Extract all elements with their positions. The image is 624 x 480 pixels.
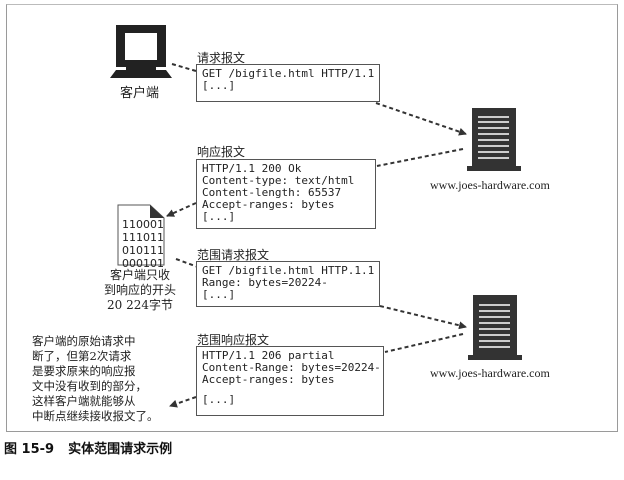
request-line: [...] (202, 79, 236, 92)
range-request-line: GET /bigfile.html HTTP.1.1 (202, 264, 375, 277)
figure-caption: 图 15-9 实体范围请求示例 (4, 438, 186, 457)
range-response-line: HTTP/1.1 206 partial (202, 349, 335, 362)
caption-line: 到响应的开头 (103, 283, 176, 297)
range-response-title: 范围响应报文 (197, 333, 270, 347)
partial-file-caption: 客户端只收 到响应的开头 20 224字节 (92, 268, 188, 313)
request-title: 请求报文 (197, 51, 246, 65)
bits-line: 111011 (122, 231, 164, 244)
range-response-line: [...] (202, 393, 236, 406)
client-label: 客户端 (120, 86, 160, 101)
note-line: 中断点继续接收报文了。 (32, 409, 159, 423)
response-line: [...] (202, 210, 236, 223)
bits-line: 110001 (122, 218, 164, 231)
request-message-box: GET /bigfile.html HTTP/1.1 [...] (196, 64, 380, 102)
note-line: 客户端的原始请求中 (32, 334, 136, 348)
note-line: 文中没有收到的部分， (32, 379, 147, 393)
note-line: 这样客户端就能够从 (32, 394, 136, 408)
response-line: Content-type: text/html (202, 174, 355, 187)
range-response-message-box: HTTP/1.1 206 partial Content-Range: byte… (196, 346, 384, 416)
note-line: 断了，但第2次请求 (32, 349, 132, 363)
bits-line: 000101 (122, 257, 164, 270)
resume-note: 客户端的原始请求中 断了，但第2次请求 是要求原来的响应报 文中没有收到的部分，… (32, 334, 159, 424)
range-response-line: Accept-ranges: bytes (202, 373, 335, 386)
range-request-title: 范围请求报文 (197, 248, 270, 262)
response-line: Accept-ranges: bytes (202, 198, 335, 211)
file-bits: 110001 111011 010111 000101 (122, 218, 164, 270)
range-request-line: Range: bytes=20224- (202, 276, 328, 289)
file-to-range-request-line (175, 258, 199, 268)
response-line: Content-length: 65537 (202, 186, 342, 199)
server-host-top: www.joes-hardware.com (430, 178, 550, 192)
range-request-line: [...] (202, 288, 236, 301)
caption-line: 20 224字节 (107, 298, 173, 312)
range-response-to-note-arrow (169, 396, 197, 408)
range-response-line: Content-Range: bytes=20224- (202, 361, 381, 374)
response-title: 响应报文 (197, 145, 246, 159)
range-request-to-server-arrow (379, 305, 467, 330)
figure-title: 实体范围请求示例 (68, 442, 173, 457)
request-line: GET /bigfile.html HTTP/1.1 (202, 67, 375, 80)
client-to-request-line (171, 63, 197, 72)
server-host-bottom: www.joes-hardware.com (430, 366, 550, 380)
figure-number: 图 15-9 (4, 442, 55, 457)
response-line: HTTP/1.1 200 Ok (202, 162, 302, 175)
server-to-range-response-line (384, 333, 464, 353)
range-request-message-box: GET /bigfile.html HTTP.1.1 Range: bytes=… (196, 261, 380, 307)
bits-line: 010111 (122, 244, 164, 257)
response-message-box: HTTP/1.1 200 Ok Content-type: text/html … (196, 159, 376, 229)
server-to-response-line (376, 148, 464, 167)
caption-line: 客户端只收 (109, 268, 170, 282)
request-to-server-arrow (375, 102, 467, 136)
response-to-file-arrow (166, 202, 197, 217)
note-line: 是要求原来的响应报 (32, 364, 136, 378)
